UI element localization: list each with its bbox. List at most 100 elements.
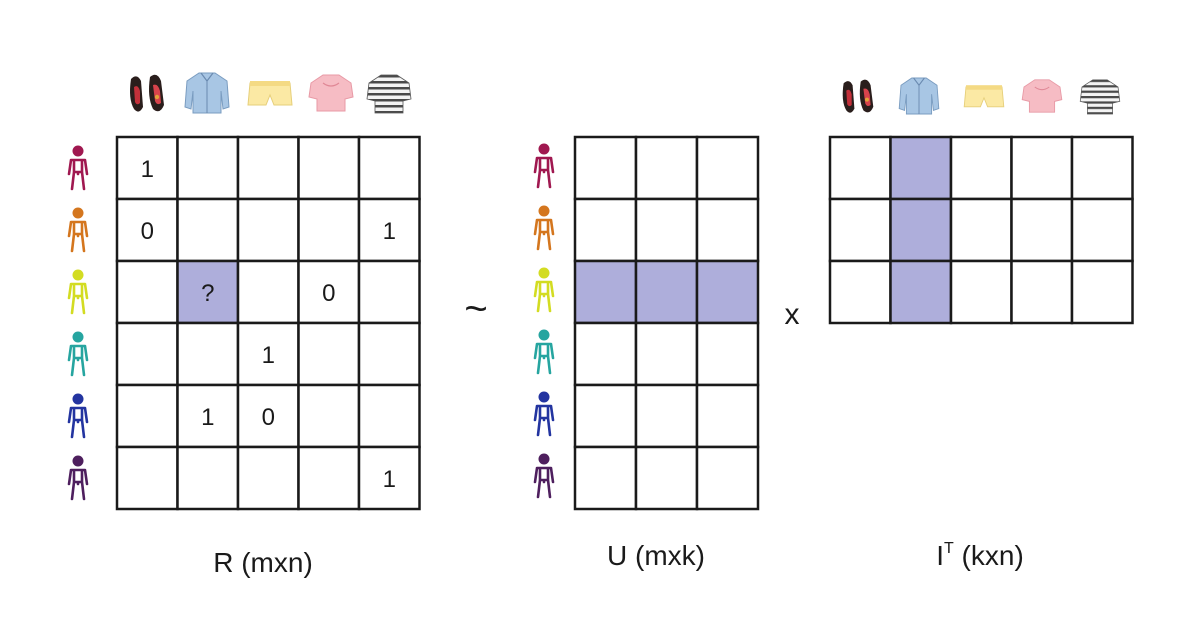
matrix-i-cell xyxy=(828,135,892,201)
matrix-r-cell xyxy=(297,445,361,511)
matrix-r-cell xyxy=(357,135,421,201)
matrix-r-cell-value: 0 xyxy=(322,280,335,307)
matrix-u-cell xyxy=(695,445,760,511)
matrix-r-cell xyxy=(236,135,300,201)
user-6-icon xyxy=(533,453,555,499)
matrix-r-cell xyxy=(176,321,240,387)
matrix-r-cell-value: 1 xyxy=(383,218,396,245)
user-2-icon xyxy=(67,207,89,253)
item-icons-i xyxy=(842,77,1121,115)
matrix-u-cell xyxy=(695,383,760,449)
matrix-r-cell xyxy=(176,445,240,511)
matrix-u-cell xyxy=(695,197,760,263)
matrix-u-cell xyxy=(695,321,760,387)
matrix-r-cell-value: 1 xyxy=(383,466,396,493)
matrix-u-cell xyxy=(573,197,638,263)
matrix-u-cell xyxy=(634,383,699,449)
matrix-r-cell xyxy=(297,383,361,449)
matrix-r-cell xyxy=(115,259,179,325)
matrix-r-cell xyxy=(115,383,179,449)
matrix-r-cell xyxy=(297,321,361,387)
user-5-icon xyxy=(533,391,555,437)
matrix-r-cell-highlighted xyxy=(176,259,240,325)
matrix-r-cell xyxy=(357,197,421,263)
matrix-i-cell xyxy=(1010,135,1074,201)
matrix-i-cell-highlighted xyxy=(889,135,953,201)
matrix-i-label-sup: T xyxy=(944,540,954,557)
user-6-icon xyxy=(67,455,89,501)
shorts-icon xyxy=(963,85,1005,108)
person-icons-u xyxy=(533,143,555,499)
matrix-i-cell-highlighted xyxy=(889,197,953,263)
matrix-r-cell-value: 0 xyxy=(262,404,275,431)
matrix-r-cell xyxy=(176,197,240,263)
matrix-r-cell xyxy=(176,135,240,201)
user-2-icon xyxy=(533,205,555,251)
matrix-u-cell-highlighted xyxy=(573,259,638,325)
person-icons-r xyxy=(67,145,89,501)
matrix-r-cell xyxy=(357,445,421,511)
matrix-u-cell-highlighted xyxy=(634,259,699,325)
matrix-r-cell-value: ? xyxy=(201,280,214,307)
blouse-icon xyxy=(308,74,354,112)
matrix-r-cell xyxy=(357,383,421,449)
approx-operator: ~ xyxy=(464,287,487,331)
matrix-u xyxy=(573,135,760,511)
shirt-icon xyxy=(184,72,230,114)
item-icons-r xyxy=(130,72,412,114)
matrix-i-cell xyxy=(1010,259,1074,325)
matrix-r-cell-value: 0 xyxy=(141,218,154,245)
matrix-r-cell xyxy=(357,259,421,325)
shoes-icon xyxy=(842,79,874,113)
matrix-r-cell-value: 1 xyxy=(201,404,214,431)
matrix-r-cell xyxy=(176,383,240,449)
user-4-icon xyxy=(533,329,555,375)
matrix-i xyxy=(828,135,1134,325)
user-4-icon xyxy=(67,331,89,377)
matrix-i-cell xyxy=(1070,259,1134,325)
matrix-u-cell xyxy=(573,383,638,449)
matrix-r-cell-value: 1 xyxy=(141,156,154,183)
striped-top-icon xyxy=(1079,79,1121,115)
matrix-u-cell xyxy=(573,135,638,201)
matrix-i-cell-highlighted xyxy=(889,259,953,325)
matrix-u-cell xyxy=(634,445,699,511)
user-1-icon xyxy=(533,143,555,189)
matrix-r-label: R (mxn) xyxy=(213,547,313,578)
matrix-u-cell xyxy=(573,445,638,511)
matrix-i-cell xyxy=(949,135,1013,201)
matrix-u-cell xyxy=(634,197,699,263)
matrix-r-cell xyxy=(236,197,300,263)
matrix-i-cell xyxy=(949,197,1013,263)
matrix-r: 1 0 1? 0 1 1 0 1 xyxy=(115,135,421,511)
matrix-u-cell xyxy=(634,135,699,201)
matrix-u-cell xyxy=(695,135,760,201)
matrix-i-label: IT (kxn) xyxy=(936,540,1024,571)
multiply-operator: x xyxy=(785,298,800,331)
matrix-r-cell xyxy=(236,445,300,511)
matrix-i-cell xyxy=(1070,135,1134,201)
matrix-i-label-rest: (kxn) xyxy=(954,540,1024,571)
shorts-icon xyxy=(247,81,293,106)
matrix-i-cell xyxy=(828,259,892,325)
matrix-r-cell xyxy=(115,445,179,511)
matrix-r-cell xyxy=(297,135,361,201)
matrix-i-cell xyxy=(828,197,892,263)
matrix-r-cell-value: 1 xyxy=(262,342,275,369)
user-3-icon xyxy=(533,267,555,313)
matrix-r-cell xyxy=(236,259,300,325)
user-3-icon xyxy=(67,269,89,315)
matrix-r-cell xyxy=(297,197,361,263)
shoes-icon xyxy=(130,74,164,112)
matrix-u-cell-highlighted xyxy=(695,259,760,325)
matrix-r-cell xyxy=(357,321,421,387)
matrix-r-cell xyxy=(115,321,179,387)
matrix-u-cell xyxy=(634,321,699,387)
matrix-u-label: U (mxk) xyxy=(607,540,705,571)
matrix-i-label-main: I xyxy=(936,540,944,571)
matrix-i-cell xyxy=(1010,197,1074,263)
shirt-icon xyxy=(898,77,940,115)
striped-top-icon xyxy=(366,74,412,114)
user-5-icon xyxy=(67,393,89,439)
